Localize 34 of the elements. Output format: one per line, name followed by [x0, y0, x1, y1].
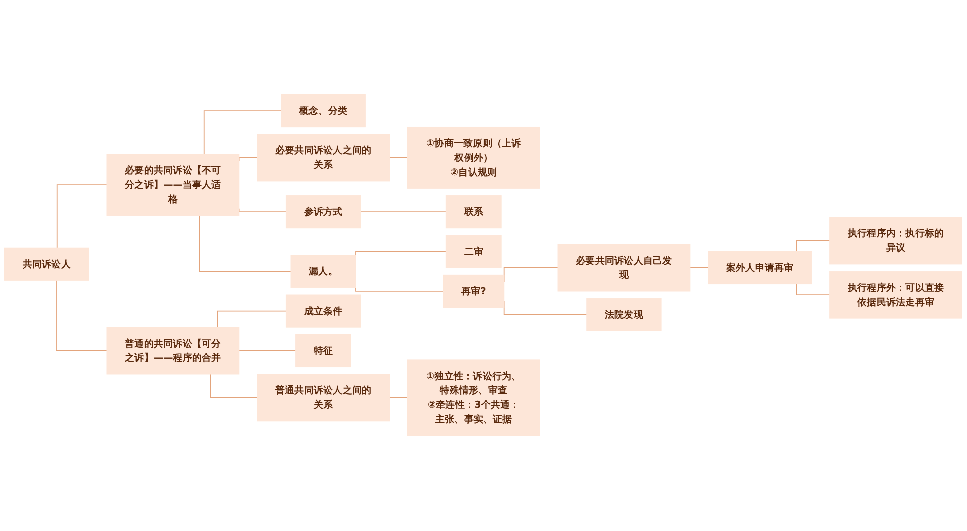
node-box: 共同诉讼人	[4, 248, 90, 282]
node-box: 案外人申请再审	[708, 252, 812, 285]
node-box: 概念、分类	[281, 94, 366, 128]
connector	[389, 398, 408, 399]
connector	[796, 284, 830, 296]
connector	[56, 184, 108, 249]
connector	[217, 311, 287, 328]
node-box: 参诉方式	[286, 196, 362, 229]
connector	[199, 215, 292, 272]
node-box: 执行程序外：可以直接依据民诉法走再审	[830, 272, 962, 320]
node-box: 执行程序内：执行标的异议	[830, 217, 962, 265]
node-box: 联系	[446, 196, 502, 229]
node-box: ①独立性：诉讼行为、特殊情形、审查 ②牵连性：3个共通：主张、事实、证据	[407, 360, 540, 436]
node-box: 成立条件	[286, 294, 362, 328]
node-box: 普通的共同诉讼【可分之诉】——程序的合并	[106, 327, 240, 375]
node-box: 特征	[296, 334, 352, 368]
node-box: 漏人。	[290, 255, 356, 288]
node-box: 法院发现	[586, 298, 662, 332]
connector	[360, 212, 447, 213]
connector	[796, 240, 830, 252]
node-box: 二审	[446, 235, 502, 268]
node-box: 必要的共同诉讼【不可分之诉】——当事人适格	[106, 154, 240, 216]
connector	[238, 350, 296, 352]
node-box: 普通共同诉讼人之间的关系	[257, 374, 390, 422]
connector	[204, 110, 282, 155]
connector	[56, 280, 108, 352]
node-box: 再审?	[443, 275, 505, 308]
connector	[210, 374, 258, 399]
connector	[690, 268, 709, 269]
connector	[389, 158, 408, 159]
node-box: 必要共同诉讼人自己发现	[558, 244, 691, 292]
node-box: ①协商一致原则（上诉权例外） ②自认规则	[407, 127, 540, 190]
connector	[238, 208, 287, 213]
node-box: 必要共同诉讼人之间的关系	[257, 134, 390, 182]
